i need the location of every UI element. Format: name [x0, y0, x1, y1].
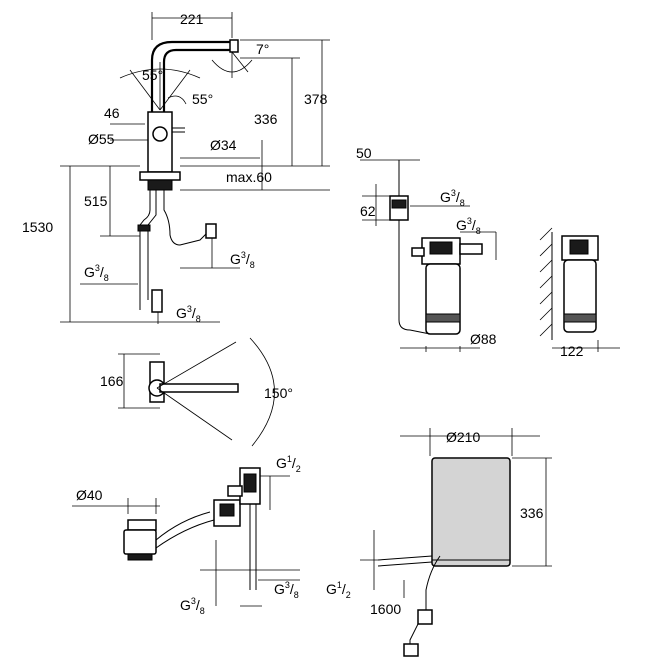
label-swing-depth: 166: [100, 373, 124, 389]
label-boiler-diameter: Ø210: [446, 429, 480, 445]
label-thread-b2: G3/8: [456, 216, 481, 236]
drain-assembly: [72, 467, 300, 607]
label-hose-length: 1530: [22, 219, 53, 235]
label-connection-height: 515: [84, 193, 108, 209]
label-thread-a1: G3/8: [84, 263, 109, 283]
dimension-labels: 221 7° 55° 55° 46 Ø55 Ø34 336 378 max.60…: [22, 11, 584, 617]
label-filter-diameter: Ø88: [470, 331, 497, 347]
label-swing-angle: 150°: [264, 385, 293, 401]
swing-top-view: [118, 337, 275, 447]
label-base-diameter: Ø55: [88, 131, 115, 147]
label-swivel-top: 55°: [142, 67, 163, 83]
label-thread-half-2: G1/2: [326, 580, 351, 600]
label-spout-reach: 221: [180, 11, 204, 27]
label-filter-depth: 122: [560, 343, 584, 359]
label-spout-angle: 7°: [256, 41, 269, 57]
label-hole-diameter: Ø34: [210, 137, 237, 153]
label-thread-half-1: G1/2: [276, 454, 301, 474]
label-filter-head-height: 62: [360, 203, 376, 219]
label-max-thickness: max.60: [226, 169, 272, 185]
label-thread-a2: G3/8: [230, 250, 255, 270]
label-thread-b1: G3/8: [440, 188, 465, 208]
label-lever-offset: 46: [104, 105, 120, 121]
filter-assembly: [360, 159, 620, 352]
label-height-upper: 336: [254, 111, 278, 127]
label-swivel-side: 55°: [192, 91, 213, 107]
label-boiler-height: 336: [520, 505, 544, 521]
boiler: [360, 428, 552, 657]
label-thread-c2: G3/8: [274, 580, 299, 600]
label-cable-length: 1600: [370, 601, 401, 617]
label-drain-diameter: Ø40: [76, 487, 103, 503]
faucet-dimensions: [60, 12, 330, 324]
faucet-front-view: [119, 39, 253, 313]
label-thread-c1: G3/8: [180, 596, 205, 616]
label-filter-offset: 50: [356, 145, 372, 161]
label-thread-a3: G3/8: [176, 304, 201, 324]
label-height-total: 378: [304, 91, 328, 107]
